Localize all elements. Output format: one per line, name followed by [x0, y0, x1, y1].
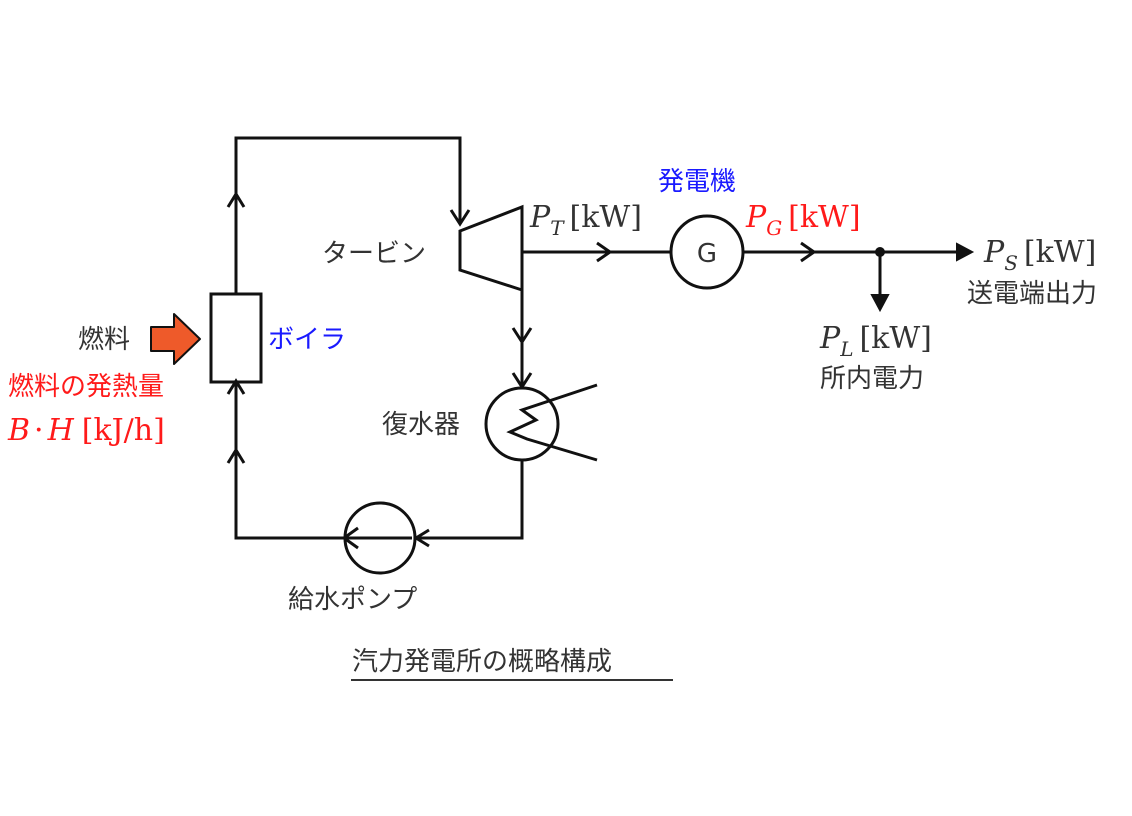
generator-label: 発電機 [658, 167, 736, 197]
sending-end-label: 送電端出力 [967, 279, 1097, 309]
turbine-symbol [458, 204, 524, 293]
fuel-heat-dot: · [34, 413, 44, 448]
fuel-heat-label: 燃料の発熱量 [8, 372, 164, 402]
boiler-label: ボイラ [268, 325, 346, 355]
sending-end-arrow [956, 242, 975, 262]
feedwater-flow-arrow-lower [226, 447, 246, 464]
turbine-label: タービン [322, 239, 426, 269]
generator-symbol-letter: G [697, 239, 717, 269]
power-arrow-turbine [596, 241, 613, 263]
station-load-symbol: P [819, 321, 841, 356]
station-load-label: 所内電力 [820, 364, 924, 394]
feedwater-pipe-condenser-to-pump [416, 460, 524, 540]
exhaust-flow-arrow [511, 327, 533, 345]
condenser-symbol [484, 386, 560, 462]
station-load-subscript: L [839, 337, 853, 361]
fuel-label: 燃料 [78, 325, 130, 355]
fuel-heat-unit: [kJ/h] [82, 413, 165, 448]
fuel-heat-symbol-h: H [47, 413, 75, 448]
steam-pipe-boiler-to-turbine [234, 136, 462, 294]
condenser-label: 復水器 [382, 410, 460, 440]
condenser-coil-icon [506, 383, 598, 462]
steam-flow-arrow-turbine-inlet [449, 209, 471, 227]
station-load-unit: [kW] [859, 321, 931, 356]
station-load-arrow [870, 294, 890, 313]
boiler-symbol [209, 292, 263, 384]
turbine-output-subscript: T [550, 216, 565, 240]
steam-flow-arrow-riser [226, 191, 246, 208]
feed-pump-label: 給水ポンプ [288, 585, 417, 615]
turbine-output-symbol: P [529, 200, 551, 235]
station-load-output-label: PL[kW] [819, 321, 932, 361]
generator-output-symbol: P [745, 200, 767, 235]
sending-end-subscript: S [1004, 251, 1018, 275]
power-arrow-generator [800, 241, 817, 263]
sending-end-unit: [kW] [1024, 235, 1096, 270]
fuel-heat-formula: B·H[kJ/h] [7, 413, 165, 448]
feedwater-pipe-pump-to-boiler [234, 382, 345, 540]
fuel-heat-symbol-b: B [7, 413, 30, 448]
turbine-output-unit: [kW] [570, 200, 642, 235]
sending-end-output-label: PS[kW] [983, 235, 1096, 275]
generator-output-unit: [kW] [788, 200, 860, 235]
turbine-output-label: PT[kW] [529, 200, 642, 240]
generator-output-subscript: G [766, 216, 782, 240]
fuel-arrow-icon [150, 313, 201, 365]
sending-end-symbol: P [983, 235, 1005, 270]
generator-output-label: PG[kW] [745, 200, 861, 240]
diagram-caption: 汽力発電所の概略構成 [352, 647, 612, 677]
